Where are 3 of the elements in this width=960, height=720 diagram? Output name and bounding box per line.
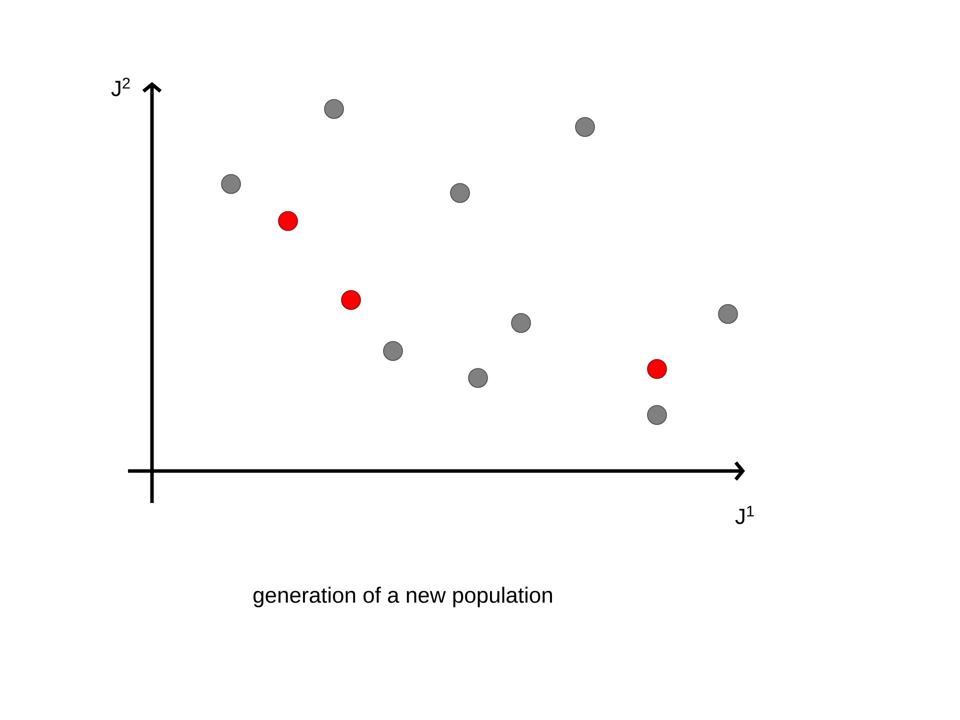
axis-label: J$^{1}$ bbox=[735, 506, 754, 524]
axis-label: J$^{2}$ bbox=[111, 78, 130, 96]
caption: generation of a new population bbox=[253, 586, 552, 608]
